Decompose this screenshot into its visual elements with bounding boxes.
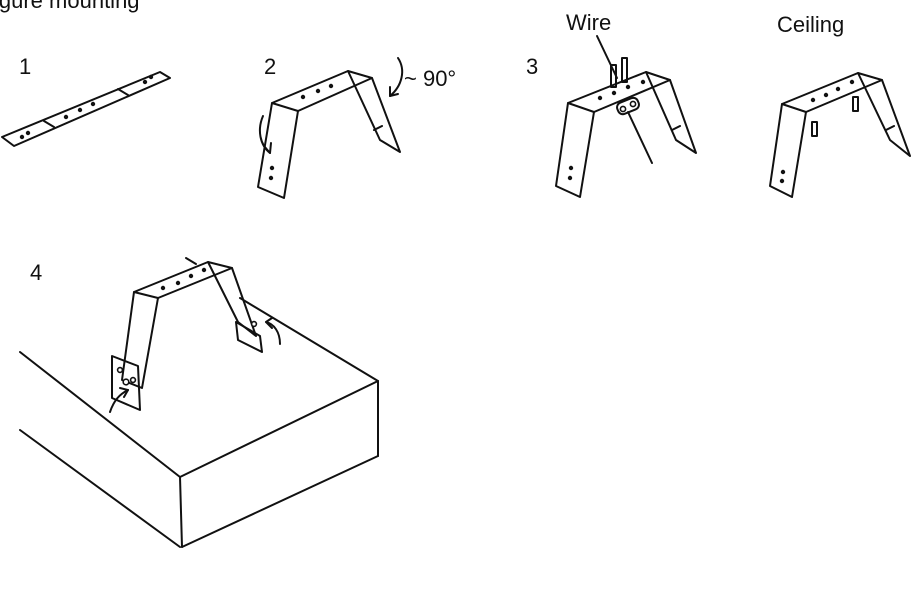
- wire-label: Wire: [566, 10, 612, 35]
- step-number-3: 3: [526, 54, 539, 79]
- step-number-2: 2: [264, 54, 277, 79]
- step2-bent-bracket: [257, 57, 404, 199]
- step3-bracket-ceiling: [769, 72, 911, 198]
- angle-label: ~ 90°: [404, 66, 457, 91]
- step-number-1: 1: [19, 54, 32, 79]
- ceiling-label: Ceiling: [777, 12, 845, 37]
- header-text-fragment: igure mounting: [0, 0, 140, 13]
- step4-mounted-bracket: [109, 257, 281, 413]
- step4-fixture-box: [19, 297, 379, 548]
- step1-flat-bracket: [1, 71, 171, 147]
- step-number-4: 4: [30, 260, 43, 285]
- step3-bracket-wire: [555, 35, 697, 198]
